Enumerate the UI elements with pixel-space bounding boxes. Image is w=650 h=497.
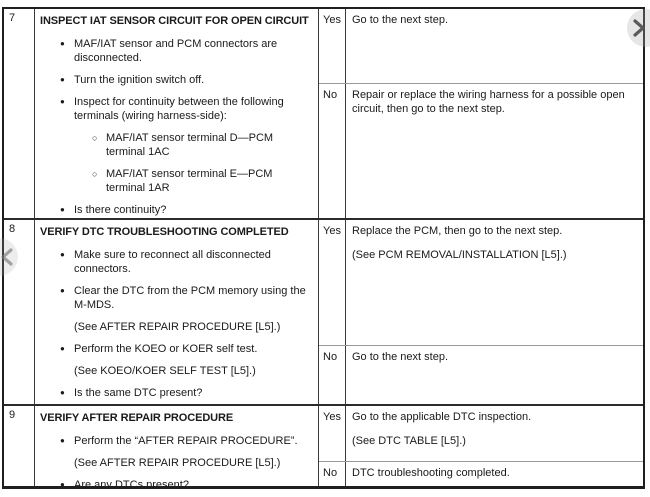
yes-action: Replace the PCM, then go to the next ste…: [346, 220, 643, 345]
no-label: No: [319, 346, 346, 404]
reference-note: (See KOEO/KOER SELF TEST [L5].): [74, 364, 312, 378]
inspection-title: VERIFY AFTER REPAIR PROCEDURE: [40, 412, 234, 424]
inspection-title: INSPECT IAT SENSOR CIRCUIT FOR OPEN CIRC…: [40, 15, 309, 27]
bullet-icon: ●: [60, 388, 65, 397]
inspection-items: ● Perform the “AFTER REPAIR PROCEDURE”. (S…: [40, 434, 312, 486]
inspection-items: ● MAF/IAT sensor and PCM connectors are d…: [40, 37, 312, 217]
item-text: MAF/IAT sensor terminal E—PCM terminal 1…: [106, 168, 273, 194]
bullet-icon: ●: [60, 75, 65, 84]
yes-label: Yes: [319, 9, 346, 83]
action-line: DTC troubleshooting completed.: [352, 467, 510, 479]
action-line: Repair or replace the wiring harness for…: [352, 89, 625, 115]
bullet-icon: ●: [60, 205, 65, 214]
sub-bullet-item: ○ MAF/IAT sensor terminal E—PCM terminal …: [92, 167, 312, 195]
result-action-cell: Yes Replace the PCM, then go to the next…: [319, 220, 643, 404]
yes-label: Yes: [319, 220, 346, 345]
bullet-item: ● Is there continuity?: [60, 203, 312, 217]
yes-row: Yes Replace the PCM, then go to the next…: [319, 220, 643, 346]
bullet-icon: ●: [60, 344, 65, 353]
result-action-cell: Yes Go to the next step. No Repair or re…: [319, 9, 643, 218]
chevron-right-icon: [630, 18, 650, 38]
no-label: No: [319, 84, 346, 218]
table-row-step-8: 8 VERIFY DTC TROUBLESHOOTING COMPLETED ●…: [4, 220, 643, 406]
bullet-icon: ●: [60, 250, 65, 259]
reference-note: (See AFTER REPAIR PROCEDURE [L5].): [74, 320, 312, 334]
item-text: MAF/IAT sensor and PCM connectors are di…: [74, 38, 278, 64]
bullet-icon: ●: [60, 286, 65, 295]
action-line: Replace the PCM, then go to the next ste…: [352, 225, 563, 237]
no-row: No DTC troubleshooting completed.: [319, 462, 643, 486]
next-page-button[interactable]: [627, 9, 650, 47]
item-text: Perform the “AFTER REPAIR PROCEDURE”.: [74, 435, 298, 447]
no-action: DTC troubleshooting completed.: [346, 462, 643, 486]
item-text: (See AFTER REPAIR PROCEDURE [L5].): [74, 321, 281, 333]
action-line: (See DTC TABLE [L5].): [352, 435, 466, 447]
item-text: (See KOEO/KOER SELF TEST [L5].): [74, 365, 256, 377]
no-row: No Repair or replace the wiring harness …: [319, 84, 643, 218]
item-text: Clear the DTC from the PCM memory using …: [74, 285, 306, 311]
inspection-cell: VERIFY DTC TROUBLESHOOTING COMPLETED ● Ma…: [35, 220, 319, 404]
item-text: Make sure to reconnect all disconnected …: [74, 249, 271, 275]
bullet-item: ● Are any DTCs present?: [60, 478, 312, 486]
result-action-cell: Yes Go to the applicable DTC inspection.…: [319, 406, 643, 486]
no-action: Go to the next step.: [346, 346, 643, 404]
item-text: Is there continuity?: [74, 204, 167, 216]
item-text: MAF/IAT sensor terminal D—PCM terminal 1…: [106, 132, 274, 158]
bullet-icon: ●: [60, 39, 65, 48]
action-line: Go to the applicable DTC inspection.: [352, 411, 532, 423]
step-number: 9: [4, 406, 35, 486]
inspection-cell: INSPECT IAT SENSOR CIRCUIT FOR OPEN CIRC…: [35, 9, 319, 218]
reference-note: (See AFTER REPAIR PROCEDURE [L5].): [74, 456, 312, 470]
action-line: Go to the next step.: [352, 14, 449, 26]
bullet-item: ● Clear the DTC from the PCM memory using…: [60, 284, 312, 312]
yes-label: Yes: [319, 406, 346, 461]
inspection-items: ● Make sure to reconnect all disconnected…: [40, 248, 312, 400]
item-text: (See AFTER REPAIR PROCEDURE [L5].): [74, 457, 281, 469]
yes-action: Go to the applicable DTC inspection. (See…: [346, 406, 643, 461]
bullet-item: ● Make sure to reconnect all disconnected…: [60, 248, 312, 276]
step-number: 8: [4, 220, 35, 404]
chevron-left-icon: [0, 247, 16, 267]
prev-page-button[interactable]: [0, 238, 18, 276]
item-text: Is the same DTC present?: [74, 387, 203, 399]
yes-row: Yes Go to the applicable DTC inspection.…: [319, 406, 643, 462]
bullet-icon: ●: [60, 97, 65, 106]
table-row-step-7: 7 INSPECT IAT SENSOR CIRCUIT FOR OPEN CI…: [4, 9, 643, 220]
inspection-title: VERIFY DTC TROUBLESHOOTING COMPLETED: [40, 226, 289, 238]
hollow-bullet-icon: ○: [92, 169, 98, 179]
action-line: (See PCM REMOVAL/INSTALLATION [L5].): [352, 249, 567, 261]
bullet-item: ● Turn the ignition switch off.: [60, 73, 312, 87]
hollow-bullet-icon: ○: [92, 133, 98, 143]
inspection-cell: VERIFY AFTER REPAIR PROCEDURE ● Perform t…: [35, 406, 319, 486]
item-text: Are any DTCs present?: [74, 479, 189, 486]
bullet-item: ● Perform the “AFTER REPAIR PROCEDURE”.: [60, 434, 312, 448]
no-label: No: [319, 462, 346, 486]
item-text: Inspect for continuity between the follo…: [74, 96, 284, 122]
diagnostic-table: 7 INSPECT IAT SENSOR CIRCUIT FOR OPEN CI…: [2, 7, 645, 489]
no-row: No Go to the next step.: [319, 346, 643, 404]
item-text: Perform the KOEO or KOER self test.: [74, 343, 258, 355]
bullet-item: ● Is the same DTC present?: [60, 386, 312, 400]
no-action: Repair or replace the wiring harness for…: [346, 84, 643, 218]
table-row-step-9: 9 VERIFY AFTER REPAIR PROCEDURE ● Perform…: [4, 406, 643, 486]
bullet-item: ● Inspect for continuity between the foll…: [60, 95, 312, 123]
item-text: Turn the ignition switch off.: [74, 74, 205, 86]
step-number: 7: [4, 9, 35, 218]
bullet-icon: ●: [60, 436, 65, 445]
bullet-item: ● MAF/IAT sensor and PCM connectors are d…: [60, 37, 312, 65]
yes-row: Yes Go to the next step.: [319, 9, 643, 84]
yes-action: Go to the next step.: [346, 9, 643, 83]
bullet-item: ● Perform the KOEO or KOER self test.: [60, 342, 312, 356]
sub-bullet-item: ○ MAF/IAT sensor terminal D—PCM terminal …: [92, 131, 312, 159]
action-line: Go to the next step.: [352, 351, 449, 363]
bullet-icon: ●: [60, 480, 65, 486]
